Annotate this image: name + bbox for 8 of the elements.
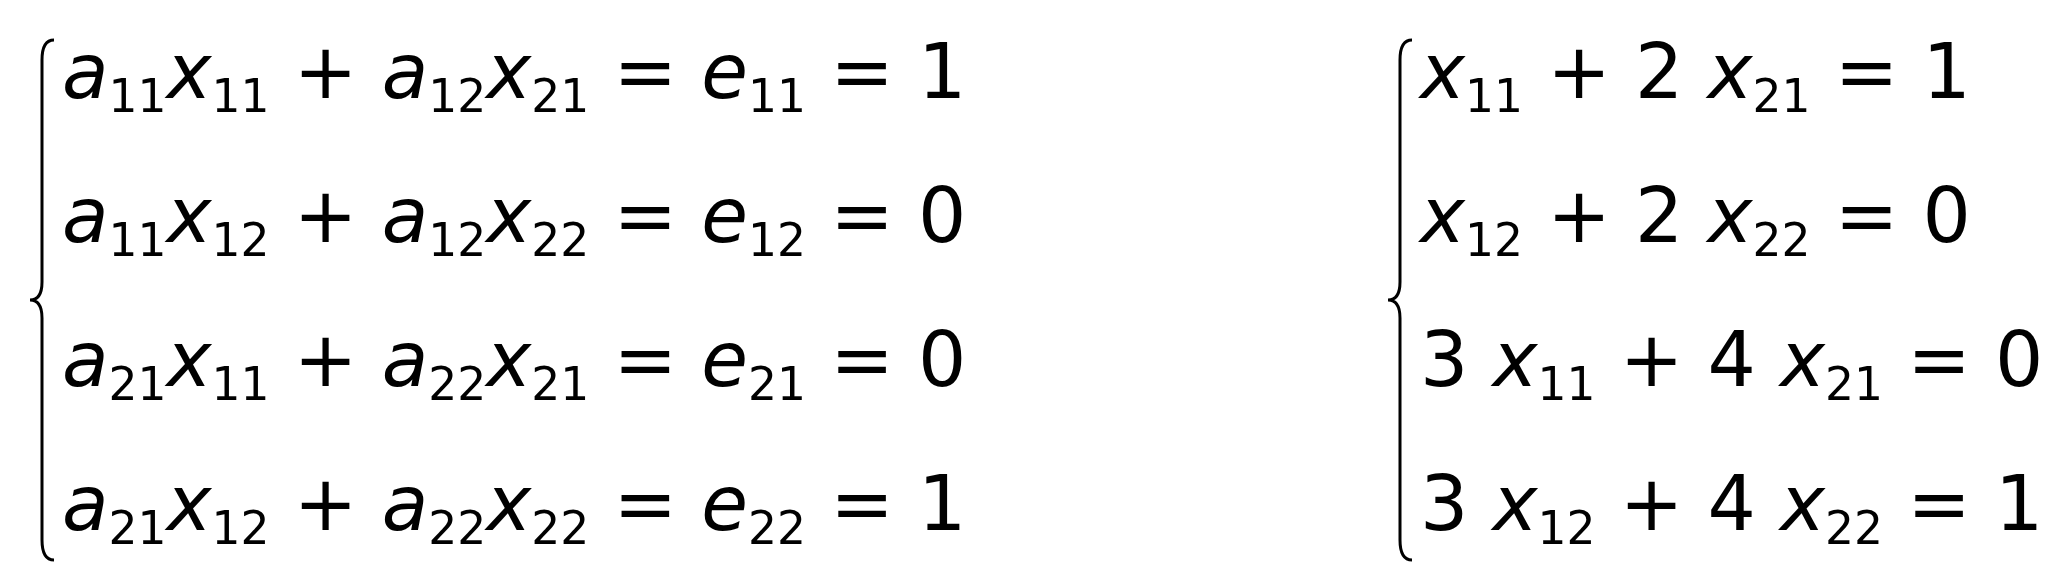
equation: a$_{11}$x$_{11}$ + a$_{12}$x$_{21}$ = e$_{11}$ = 1: [62, 34, 967, 110]
equation: 3 x$_{12}$ + 4 x$_{22}$ = 1: [1420, 466, 2044, 542]
equation: x$_{11}$ + 2 x$_{21}$ = 1: [1420, 34, 1971, 110]
equation: a$_{11}$x$_{12}$ + a$_{12}$x$_{22}$ = e$_{12}$ = 0: [62, 178, 967, 254]
equation: x$_{12}$ + 2 x$_{22}$ = 0: [1420, 178, 1971, 254]
equation: a$_{21}$x$_{11}$ + a$_{22}$x$_{21}$ = e$_{21}$ = 0: [62, 322, 967, 398]
equation: 3 x$_{11}$ + 4 x$_{21}$ = 0: [1420, 322, 2044, 398]
equation: a$_{21}$x$_{12}$ + a$_{22}$x$_{22}$ = e$_{22}$ = 1: [62, 466, 967, 542]
